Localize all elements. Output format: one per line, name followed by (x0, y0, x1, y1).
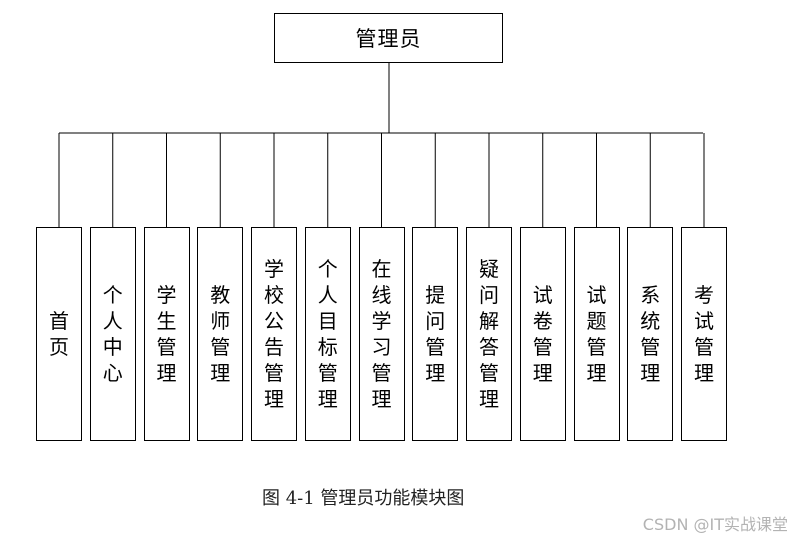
module-node-label: 系统管理 (640, 283, 661, 385)
module-node: 首页 (36, 227, 82, 441)
module-node: 个人目标管理 (304, 227, 351, 441)
module-node: 个人中心 (89, 227, 136, 441)
module-node-label: 学生管理 (156, 283, 177, 385)
module-node-label: 在线学习管理 (371, 257, 392, 411)
module-node-label: 提问管理 (425, 283, 446, 385)
module-node: 学生管理 (143, 227, 190, 441)
module-node-label: 考试管理 (694, 283, 714, 385)
watermark: CSDN @IT实战课堂 (642, 515, 788, 534)
module-node: 教师管理 (197, 227, 244, 441)
module-node-label: 学校公告管理 (264, 257, 284, 411)
module-node: 学校公告管理 (251, 227, 297, 441)
module-node-label: 个人中心 (102, 283, 123, 385)
root-node-admin: 管理员 (274, 13, 503, 63)
module-node: 试题管理 (573, 227, 620, 441)
module-node-label: 教师管理 (210, 283, 231, 385)
figure-caption: 图 4-1 管理员功能模块图 (262, 488, 465, 509)
module-node-label: 试卷管理 (532, 283, 553, 385)
module-node-label: 试题管理 (586, 283, 607, 385)
module-node-label: 首页 (49, 309, 69, 359)
module-node: 试卷管理 (519, 227, 566, 441)
module-node-label: 疑问解答管理 (479, 257, 499, 411)
module-node: 在线学习管理 (358, 227, 405, 441)
module-node: 系统管理 (627, 227, 674, 441)
root-node-label: 管理员 (355, 27, 422, 51)
module-node-label: 个人目标管理 (317, 257, 338, 411)
child-drop-lines (58, 133, 705, 227)
module-node: 考试管理 (681, 227, 727, 441)
module-node: 疑问解答管理 (466, 227, 512, 441)
module-node: 提问管理 (412, 227, 459, 441)
